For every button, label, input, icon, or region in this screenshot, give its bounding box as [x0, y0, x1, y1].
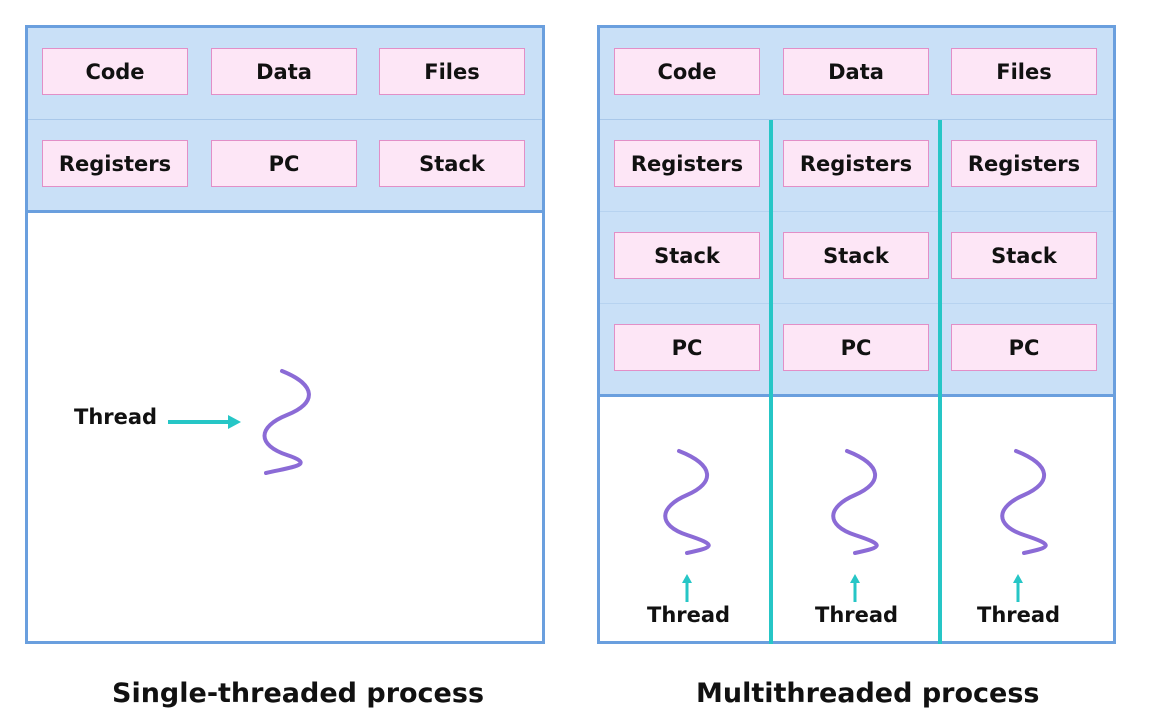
thread1-squiggle-icon	[663, 449, 711, 555]
thread3-pc-box: PC	[951, 324, 1097, 371]
thread-arrow-icon	[168, 415, 241, 429]
data-box: Data	[783, 48, 929, 95]
stack-box: Stack	[379, 140, 525, 187]
code-box: Code	[42, 48, 188, 95]
multithreaded-process: Code Data Files Registers Stack PC Regis…	[597, 25, 1116, 644]
single-caption: Single-threaded process	[112, 678, 485, 709]
thread-label: Thread	[74, 405, 158, 429]
thread3-stack-box: Stack	[951, 232, 1097, 279]
thread-squiggle-icon	[262, 369, 311, 475]
thread-divider	[938, 120, 942, 644]
thread1-pc-box: PC	[614, 324, 760, 371]
thread1-up-arrow-icon	[682, 574, 692, 602]
thread2-up-arrow-icon	[850, 574, 860, 602]
registers-box: Registers	[42, 140, 188, 187]
data-box: Data	[211, 48, 357, 95]
thread3-registers-box: Registers	[951, 140, 1097, 187]
band-bottom-line	[600, 394, 1113, 397]
files-box: Files	[379, 48, 525, 95]
single-threaded-process: Code Data Files Registers PC Stack	[25, 25, 545, 644]
multi-caption: Multithreaded process	[696, 678, 1040, 709]
pc-box: PC	[211, 140, 357, 187]
thread3-label: Thread	[977, 603, 1061, 627]
thread2-stack-box: Stack	[783, 232, 929, 279]
thread-divider	[769, 120, 773, 644]
files-box: Files	[951, 48, 1097, 95]
thread2-squiggle-icon	[831, 449, 879, 555]
thread3-up-arrow-icon	[1013, 574, 1023, 602]
thread2-label: Thread	[815, 603, 899, 627]
thread1-stack-box: Stack	[614, 232, 760, 279]
thread1-registers-box: Registers	[614, 140, 760, 187]
band-bottom-line	[28, 210, 542, 213]
thread3-squiggle-icon	[1000, 449, 1048, 555]
thread2-registers-box: Registers	[783, 140, 929, 187]
code-box: Code	[614, 48, 760, 95]
thread2-pc-box: PC	[783, 324, 929, 371]
thread1-label: Thread	[647, 603, 731, 627]
